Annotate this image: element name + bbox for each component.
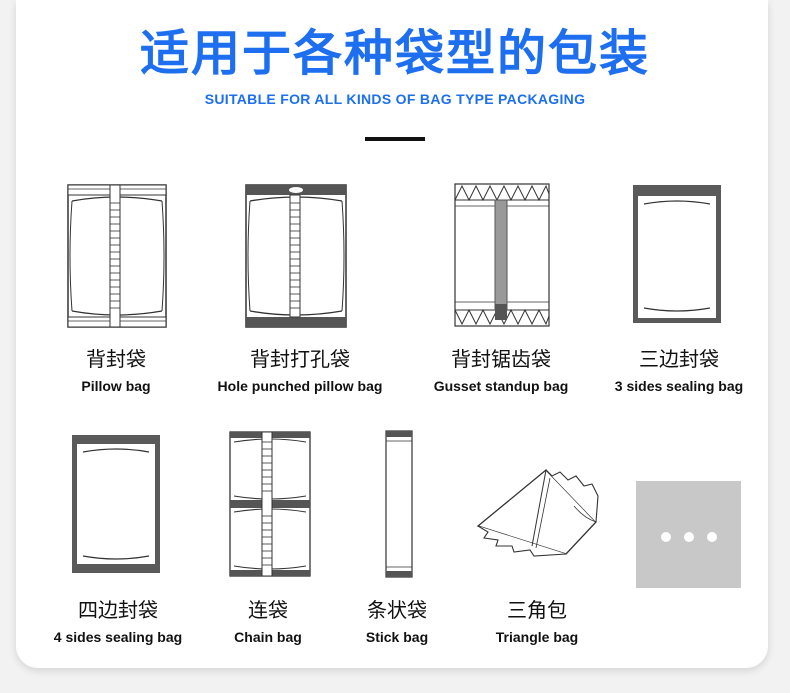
bag-name-cn: 背封袋: [86, 347, 146, 371]
gusset-standup-bag-icon: [453, 182, 551, 332]
more-options-tile: [636, 481, 741, 592]
four-side-seal-bag-icon: [71, 434, 161, 578]
bag-label-stick: 条状袋 Stick bag: [287, 597, 507, 647]
bag-name-en: Hole punched pillow bag: [217, 378, 383, 394]
pillow-bag-icon: [66, 183, 168, 333]
bag-name-en: Stick bag: [365, 629, 429, 645]
bag-name-en: 4 sides sealing bag: [53, 629, 183, 645]
bag-name-en: Pillow bag: [81, 378, 151, 394]
hole-punched-pillow-bag-icon: [244, 183, 348, 333]
chain-bag-icon: [228, 430, 312, 582]
bag-name-cn: 背封打孔袋: [250, 347, 350, 371]
bag-name-en: Triangle bag: [495, 629, 579, 645]
bag-name-cn: 三边封袋: [639, 347, 719, 371]
stick-bag-icon: [384, 429, 414, 583]
bag-name-cn: 四边封袋: [78, 598, 158, 622]
more-ellipsis-icon: [661, 532, 717, 542]
bag-name-en: Gusset standup bag: [433, 378, 569, 394]
page-title: 适用于各种袋型的包装: [139, 25, 650, 82]
bag-name-cn: 背封锯齿袋: [451, 347, 551, 371]
bag-name-en: 3 sides sealing bag: [614, 378, 744, 394]
three-side-seal-bag-icon: [632, 184, 722, 328]
bag-label-chain: 连袋 Chain bag: [158, 597, 378, 647]
title-divider: [365, 137, 425, 141]
bag-name-cn: 连袋: [248, 598, 288, 622]
triangle-bag-icon: [474, 466, 602, 562]
bag-name-cn: 条状袋: [367, 598, 427, 622]
bag-name-en: Chain bag: [234, 629, 302, 645]
bag-name-cn: 三角包: [507, 598, 567, 622]
page-subtitle: SUITABLE FOR ALL KINDS OF BAG TYPE PACKA…: [204, 91, 586, 107]
bag-label-gusset: 背封锯齿袋 Gusset standup bag: [391, 346, 611, 396]
bag-label-three-side: 三边封袋 3 sides sealing bag: [569, 346, 789, 396]
bag-label-four-side: 四边封袋 4 sides sealing bag: [8, 597, 228, 647]
bag-label-pillow: 背封袋 Pillow bag: [6, 346, 226, 396]
bag-label-hole-punched: 背封打孔袋 Hole punched pillow bag: [190, 346, 410, 396]
bag-label-triangle: 三角包 Triangle bag: [427, 597, 647, 647]
